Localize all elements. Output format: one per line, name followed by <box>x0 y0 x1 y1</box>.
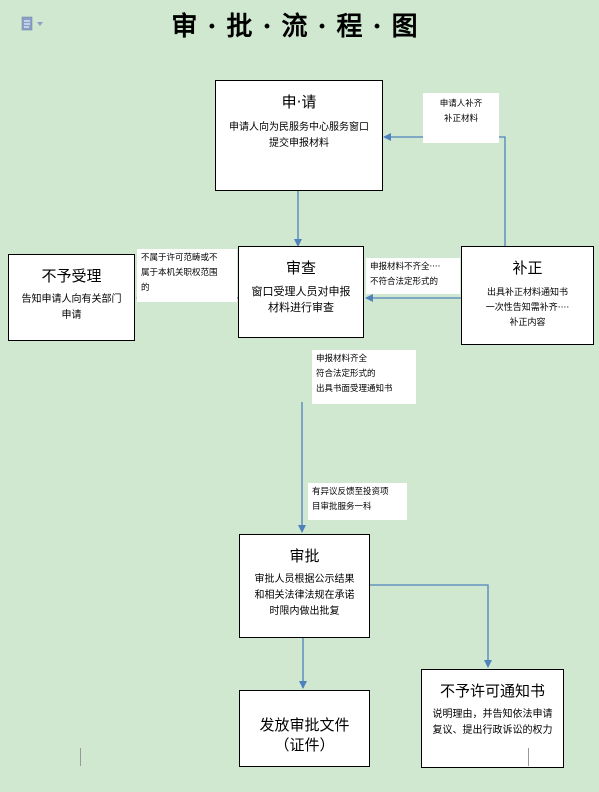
issue-heading: 发放审批文件（证件） <box>259 716 350 754</box>
note-line: 不属于许可范畴或不 <box>141 253 218 263</box>
note-line: 属于本机关职权范围 <box>141 268 218 278</box>
apply-text: 申请人向为民服务中心服务窗口提交申报材料 <box>229 122 369 149</box>
note-line: 有异议反馈至投资项 <box>312 487 389 497</box>
note-resubmit: 申请人补齐 补正材料 <box>423 93 499 143</box>
apply-box: 申·请 申请人向为民服务中心服务窗口提交申报材料 <box>215 80 383 191</box>
arrow-approve-to-deny <box>370 584 492 668</box>
note-out-of-scope: 不属于许可范畴或不 属于本机关职权范围 的 <box>137 249 237 302</box>
correct-heading: 补正 <box>512 259 543 277</box>
note-line: 的 <box>141 283 150 293</box>
note-incomplete: 申报材料不齐全···· 不符合法定形式的 <box>366 258 460 294</box>
deny-notice-box: 不予许可通知书 说明理由，并告知依法申请复议、提出行政诉讼的权力 <box>421 669 564 768</box>
reject-heading: 不予受理 <box>41 267 102 285</box>
note-line: 不符合法定形式的 <box>370 277 439 287</box>
approve-box: 审批 审批人员根据公示结果和相关法律法规在承诺时限内做出批复 <box>239 534 370 638</box>
note-complete: 申报材料齐全 符合法定形式的 出具书面受理通知书 <box>312 350 416 404</box>
page-title: 审·批·流·程·图 <box>171 12 428 42</box>
approve-heading: 审批 <box>289 547 320 565</box>
note-line: 申报材料不齐全···· <box>370 262 441 272</box>
note-line: 补正材料 <box>443 114 478 124</box>
note-line: 目审批服务一科 <box>312 502 372 512</box>
review-text: 窗口受理人员对申报材料进行审查 <box>251 285 351 314</box>
page-corner-mark <box>528 748 537 766</box>
note-line: 出具书面受理通知书 <box>316 384 393 394</box>
note-line: 符合法定形式的 <box>316 369 376 379</box>
document-icon <box>21 16 43 31</box>
note-line: 申请人补齐 <box>439 99 483 109</box>
correct-box: 补正 出具补正材料通知书 一次性告知需补齐···· 补正内容 <box>461 246 594 345</box>
correct-text-line: 出具补正材料通知书 <box>486 288 568 298</box>
deny-notice-heading: 不予许可通知书 <box>439 682 545 700</box>
deny-notice-text: 说明理由，并告知依法申请复议、提出行政诉讼的权力 <box>432 709 553 736</box>
review-box: 审查 窗口受理人员对申报材料进行审查 <box>238 246 364 338</box>
arrow-correct-to-apply <box>383 133 506 246</box>
reject-box: 不予受理 告知申请人向有关部门申请 <box>8 254 135 341</box>
correct-text: 出具补正材料通知书 一次性告知需补齐···· 补正内容 <box>462 286 593 331</box>
apply-heading: 申·请 <box>281 93 317 111</box>
page-corner-mark <box>72 748 81 766</box>
approve-text: 审批人员根据公示结果和相关法律法规在承诺时限内做出批复 <box>254 574 355 617</box>
note-line: 申报材料齐全 <box>316 354 368 364</box>
issue-box: 发放审批文件（证件） <box>239 690 370 767</box>
review-heading: 审查 <box>285 259 316 277</box>
reject-text: 告知申请人向有关部门申请 <box>21 294 122 321</box>
correct-text-line: 补正内容 <box>509 318 546 328</box>
correct-text-line: 一次性告知需补齐···· <box>485 303 570 313</box>
note-objection: 有异议反馈至投资项 目审批服务一科 <box>308 483 407 520</box>
